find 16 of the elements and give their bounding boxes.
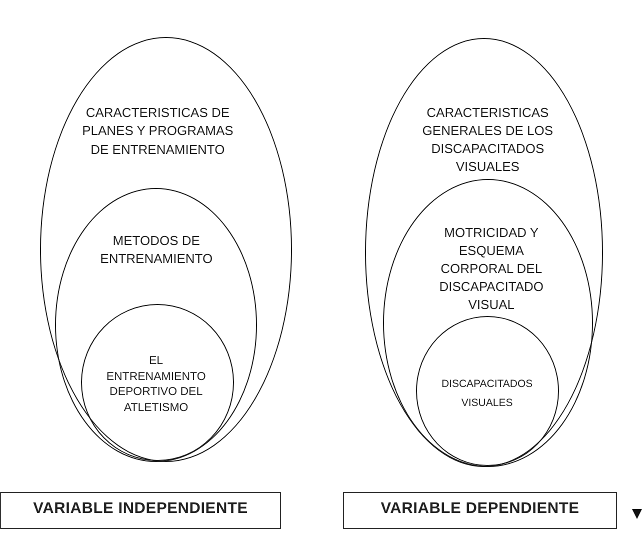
- node-label: CARACTERISTICAS GENERALES DE LOS DISCAPACITADOS VISUALES: [421, 104, 554, 176]
- ellipse-node: [365, 38, 603, 467]
- node-label: DISCAPACITADOS VISUALES: [440, 377, 534, 412]
- ellipse-node: [416, 316, 560, 466]
- node-label: VARIABLE DEPENDIENTE: [380, 500, 580, 518]
- ellipse-node: [382, 178, 593, 467]
- ellipse-node: [54, 188, 257, 462]
- ellipse-node: [40, 37, 292, 462]
- variable-box: [0, 492, 281, 529]
- node-label: CARACTERISTICAS DE PLANES Y PROGRAMAS DE ENTRENAMIENTO: [81, 104, 234, 159]
- node-label: MOTRICIDAD Y ESQUEMA CORPORAL DEL DISCAPACITADO VISUAL: [438, 224, 544, 314]
- node-label: EL ENTRENAMIENTO DEPORTIVO DEL ATLETISMO: [105, 354, 207, 416]
- node-label: METODOS DE ENTRENAMIENTO: [99, 232, 214, 268]
- node-label: VARIABLE INDEPENDIENTE: [33, 500, 248, 518]
- ellipse-node: [81, 304, 234, 462]
- variable-box: [343, 492, 617, 529]
